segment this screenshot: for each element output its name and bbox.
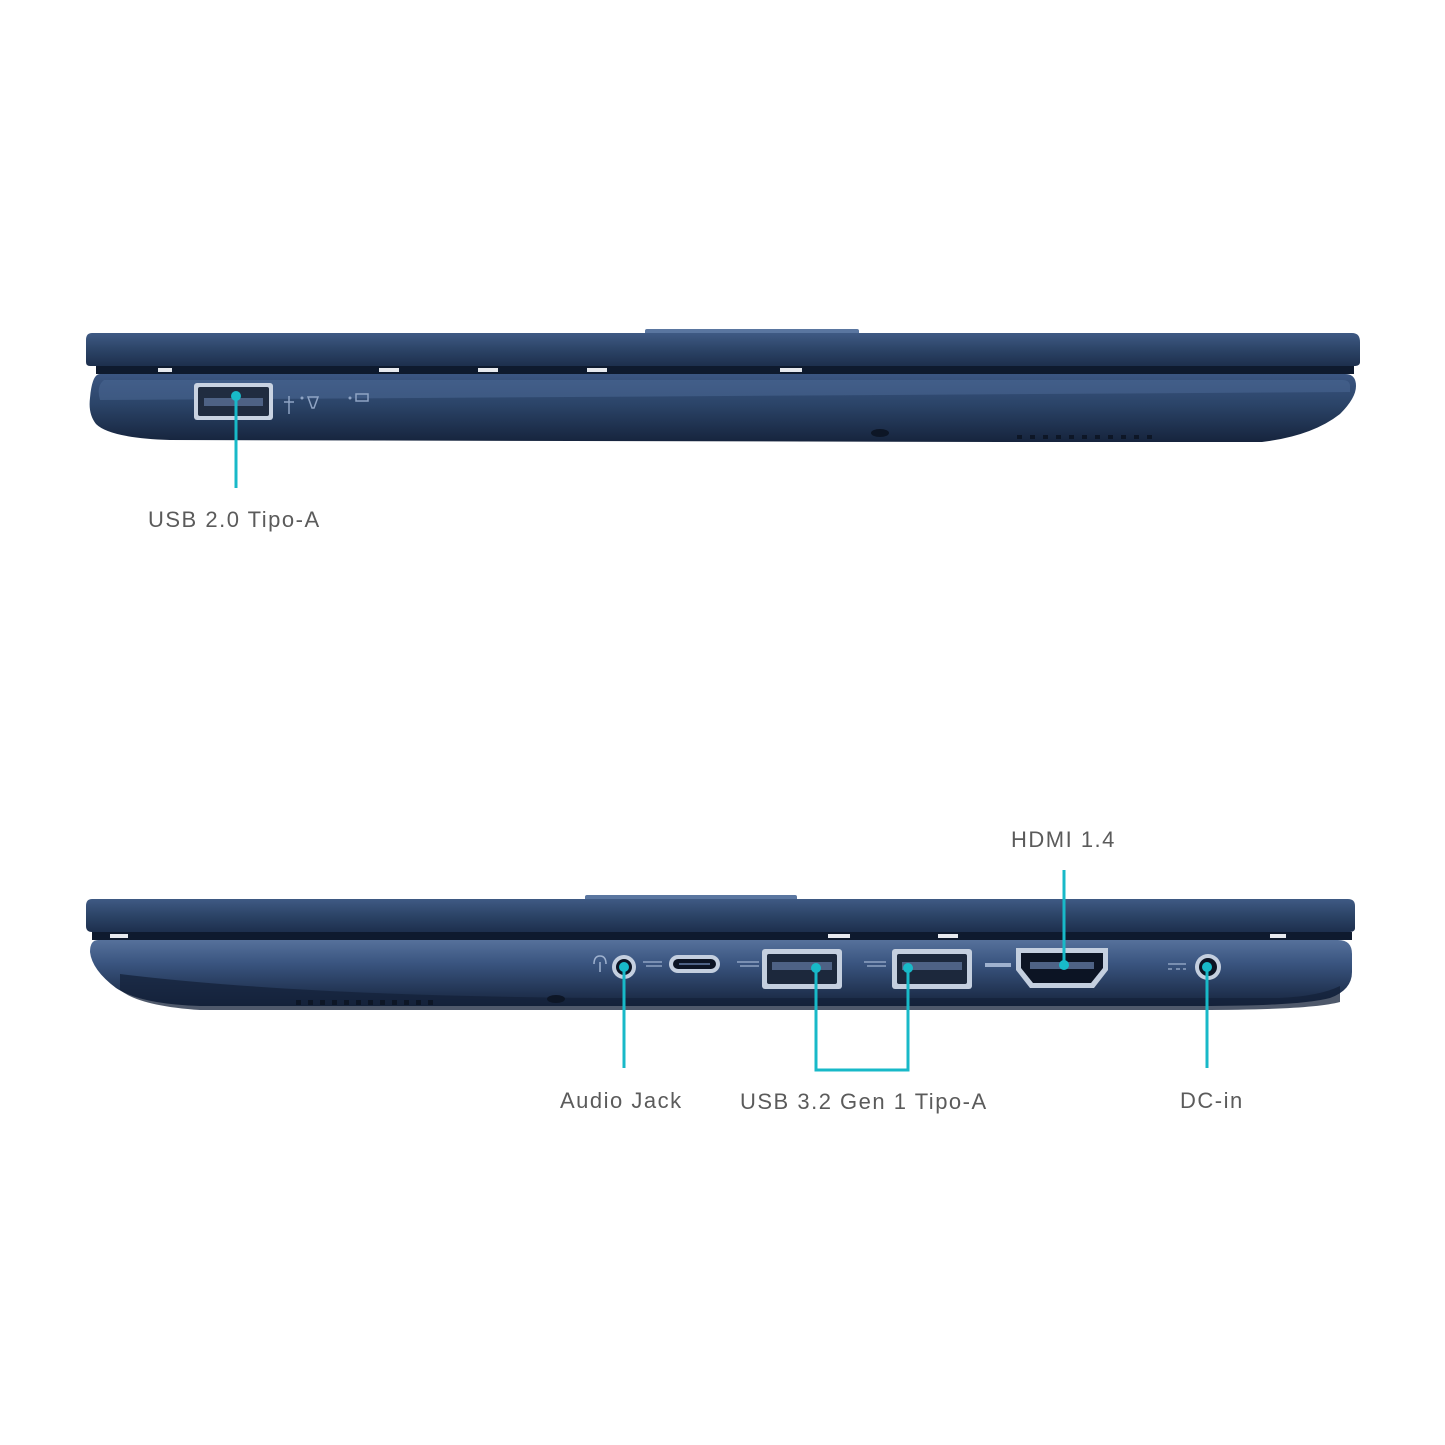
hdmi-label: HDMI 1.4 [1011,827,1116,852]
hdmi-callout [1059,870,1069,970]
usb-icon [284,396,294,414]
headset-icon [593,955,607,972]
ss-usb-icon-2 [864,961,886,967]
bumper-marks-bottom [110,934,1286,938]
usb32-port-1 [762,949,842,989]
bulb-icon [306,396,320,409]
ss-usb-icon-1 [737,961,759,967]
lid-top [86,333,1360,366]
dc-in-callout [1202,962,1212,1068]
usb32-label: USB 3.2 Gen 1 Tipo-A [740,1089,988,1114]
laptop-right-side-view [86,870,1355,1072]
dc-icon [1168,963,1186,970]
usb20-callout [231,391,241,488]
lid-gap-bottom [92,932,1352,940]
usb32-callout [811,963,913,1072]
usb-c-port [669,955,720,973]
lid-gap-top [96,366,1354,374]
dc-in-label: DC-in [1180,1088,1244,1113]
microphone-hole-bottom [547,995,565,1003]
battery-led-dot [348,396,352,400]
battery-icon [355,393,369,402]
lid-bottom [86,899,1355,932]
base-bottom-bevel [120,974,1340,1010]
laptop-left-side-view [86,329,1360,488]
speaker-grill-top [1017,435,1152,439]
audio-jack-label: Audio Jack [560,1088,683,1113]
usb20-label: USB 2.0 Tipo-A [148,507,321,532]
microphone-hole-top [871,429,889,437]
audio-jack-callout [619,962,629,1068]
ss-usb-icon [643,961,662,967]
speaker-grill-bottom [296,1000,433,1005]
base-top-highlight [98,380,1351,400]
usb20-port [194,383,273,420]
usb32-port-2 [892,949,972,989]
hdmi-icon [985,963,1011,967]
led-dot [300,396,304,400]
bumper-marks-top [158,368,802,372]
